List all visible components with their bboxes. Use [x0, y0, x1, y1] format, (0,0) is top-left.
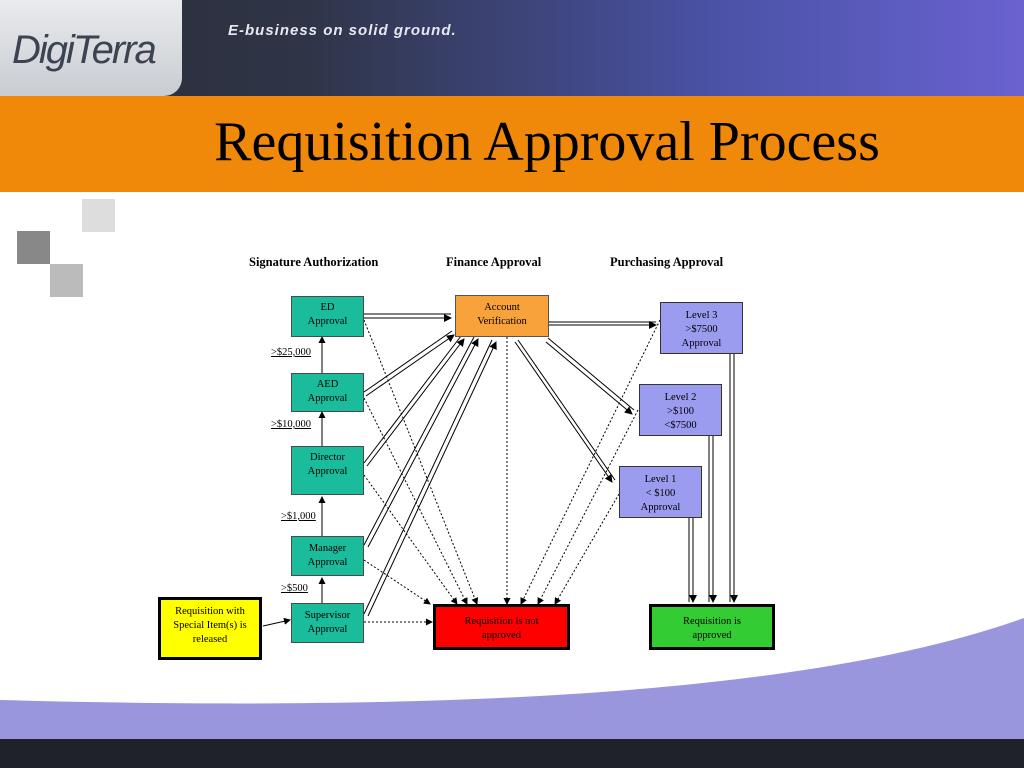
arrow-special-supervisor	[262, 617, 291, 627]
level2-approval-box: Level 2 >$100 <$7500	[639, 384, 722, 436]
logo-panel: DigiTerra	[0, 0, 182, 96]
tagline: E-business on solid ground.	[228, 22, 457, 39]
threshold-500: >$500	[281, 583, 308, 594]
threshold-1000: >$1,000	[281, 511, 316, 522]
footer-bar	[0, 739, 1024, 768]
decorative-square	[82, 199, 115, 232]
director-approval-box: Director Approval	[291, 446, 364, 495]
column-header-finance: Finance Approval	[446, 255, 542, 269]
company-logo: DigiTerra	[12, 28, 157, 72]
title-band	[0, 96, 1024, 192]
special-item-box: Requisition with Special Item(s) is rele…	[158, 597, 262, 660]
ed-approval-box: ED Approval	[291, 296, 364, 337]
account-verification-box: Account Verification	[455, 295, 549, 337]
supervisor-approval-box: Supervisor Approval	[291, 603, 364, 643]
aed-approval-box: AED Approval	[291, 373, 364, 412]
column-header-signature: Signature Authorization	[249, 255, 379, 269]
column-header-purchasing: Purchasing Approval	[610, 255, 724, 269]
decorative-square	[17, 231, 50, 264]
header-bar: DigiTerra E-business on solid ground.	[0, 0, 1024, 96]
manager-approval-box: Manager Approval	[291, 536, 364, 576]
threshold-10000: >$10,000	[271, 419, 312, 430]
slide-title: Requisition Approval Process	[214, 111, 880, 173]
not-approved-box: Requisition is not approved	[433, 604, 570, 650]
decorative-square	[50, 264, 83, 297]
level1-approval-box: Level 1 < $100 Approval	[619, 466, 702, 518]
threshold-25000: >$25,000	[271, 347, 312, 358]
approved-box: Requisition is approved	[649, 604, 775, 650]
level3-approval-box: Level 3 >$7500 Approval	[660, 302, 743, 354]
